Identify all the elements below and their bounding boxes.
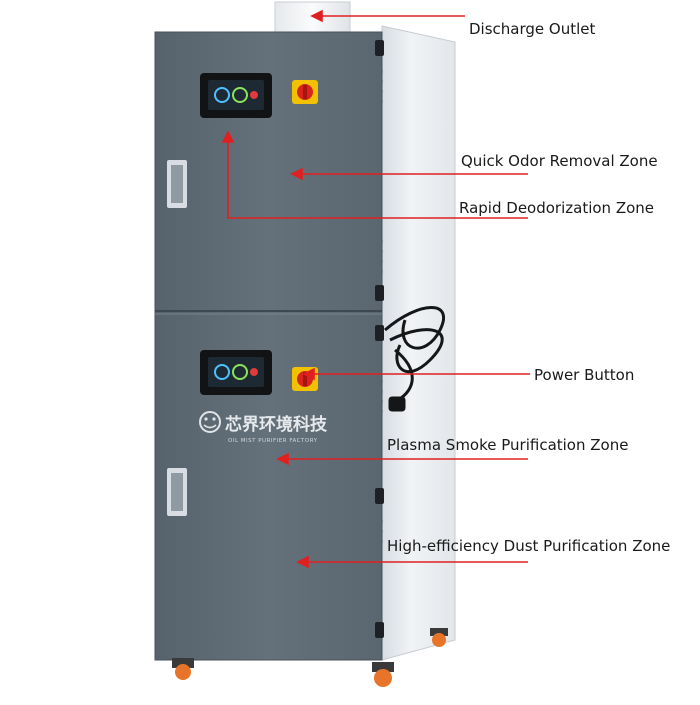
side-panel [381, 25, 456, 661]
label-plasma-smoke: Plasma Smoke Purification Zone [387, 436, 629, 454]
arrow-discharge-outlet [310, 9, 465, 23]
arrow-dust-purification [296, 555, 528, 569]
power-cord [384, 306, 446, 412]
arrow-rapid-deodorization [221, 130, 528, 219]
label-quick-odor-removal: Quick Odor Removal Zone [461, 152, 658, 170]
door-hinges [375, 40, 384, 638]
brand-tagline: OIL MIST PURIFIER FACTORY [228, 438, 318, 444]
label-rapid-deodorization: Rapid Deodorization Zone [459, 199, 655, 217]
control-display-lower [200, 350, 272, 395]
label-discharge-outlet: Discharge Outlet [469, 20, 596, 38]
casters [172, 628, 448, 687]
arrow-quick-odor-removal [290, 167, 528, 181]
arrow-power-button [302, 367, 530, 381]
power-switch-upper [292, 80, 318, 104]
door-handle-upper [167, 160, 187, 208]
label-power-button: Power Button [534, 366, 635, 384]
annotation-arrows [221, 9, 530, 569]
control-display-upper [200, 73, 272, 118]
arrow-plasma-smoke [276, 452, 528, 466]
brand-name: 芯界环境科技 [225, 414, 328, 435]
label-dust-purification: High-efficiency Dust Purification Zone [387, 537, 671, 555]
brand-logo-icon [199, 411, 221, 433]
door-handle-lower [167, 468, 187, 516]
cabinet-front [154, 31, 383, 661]
